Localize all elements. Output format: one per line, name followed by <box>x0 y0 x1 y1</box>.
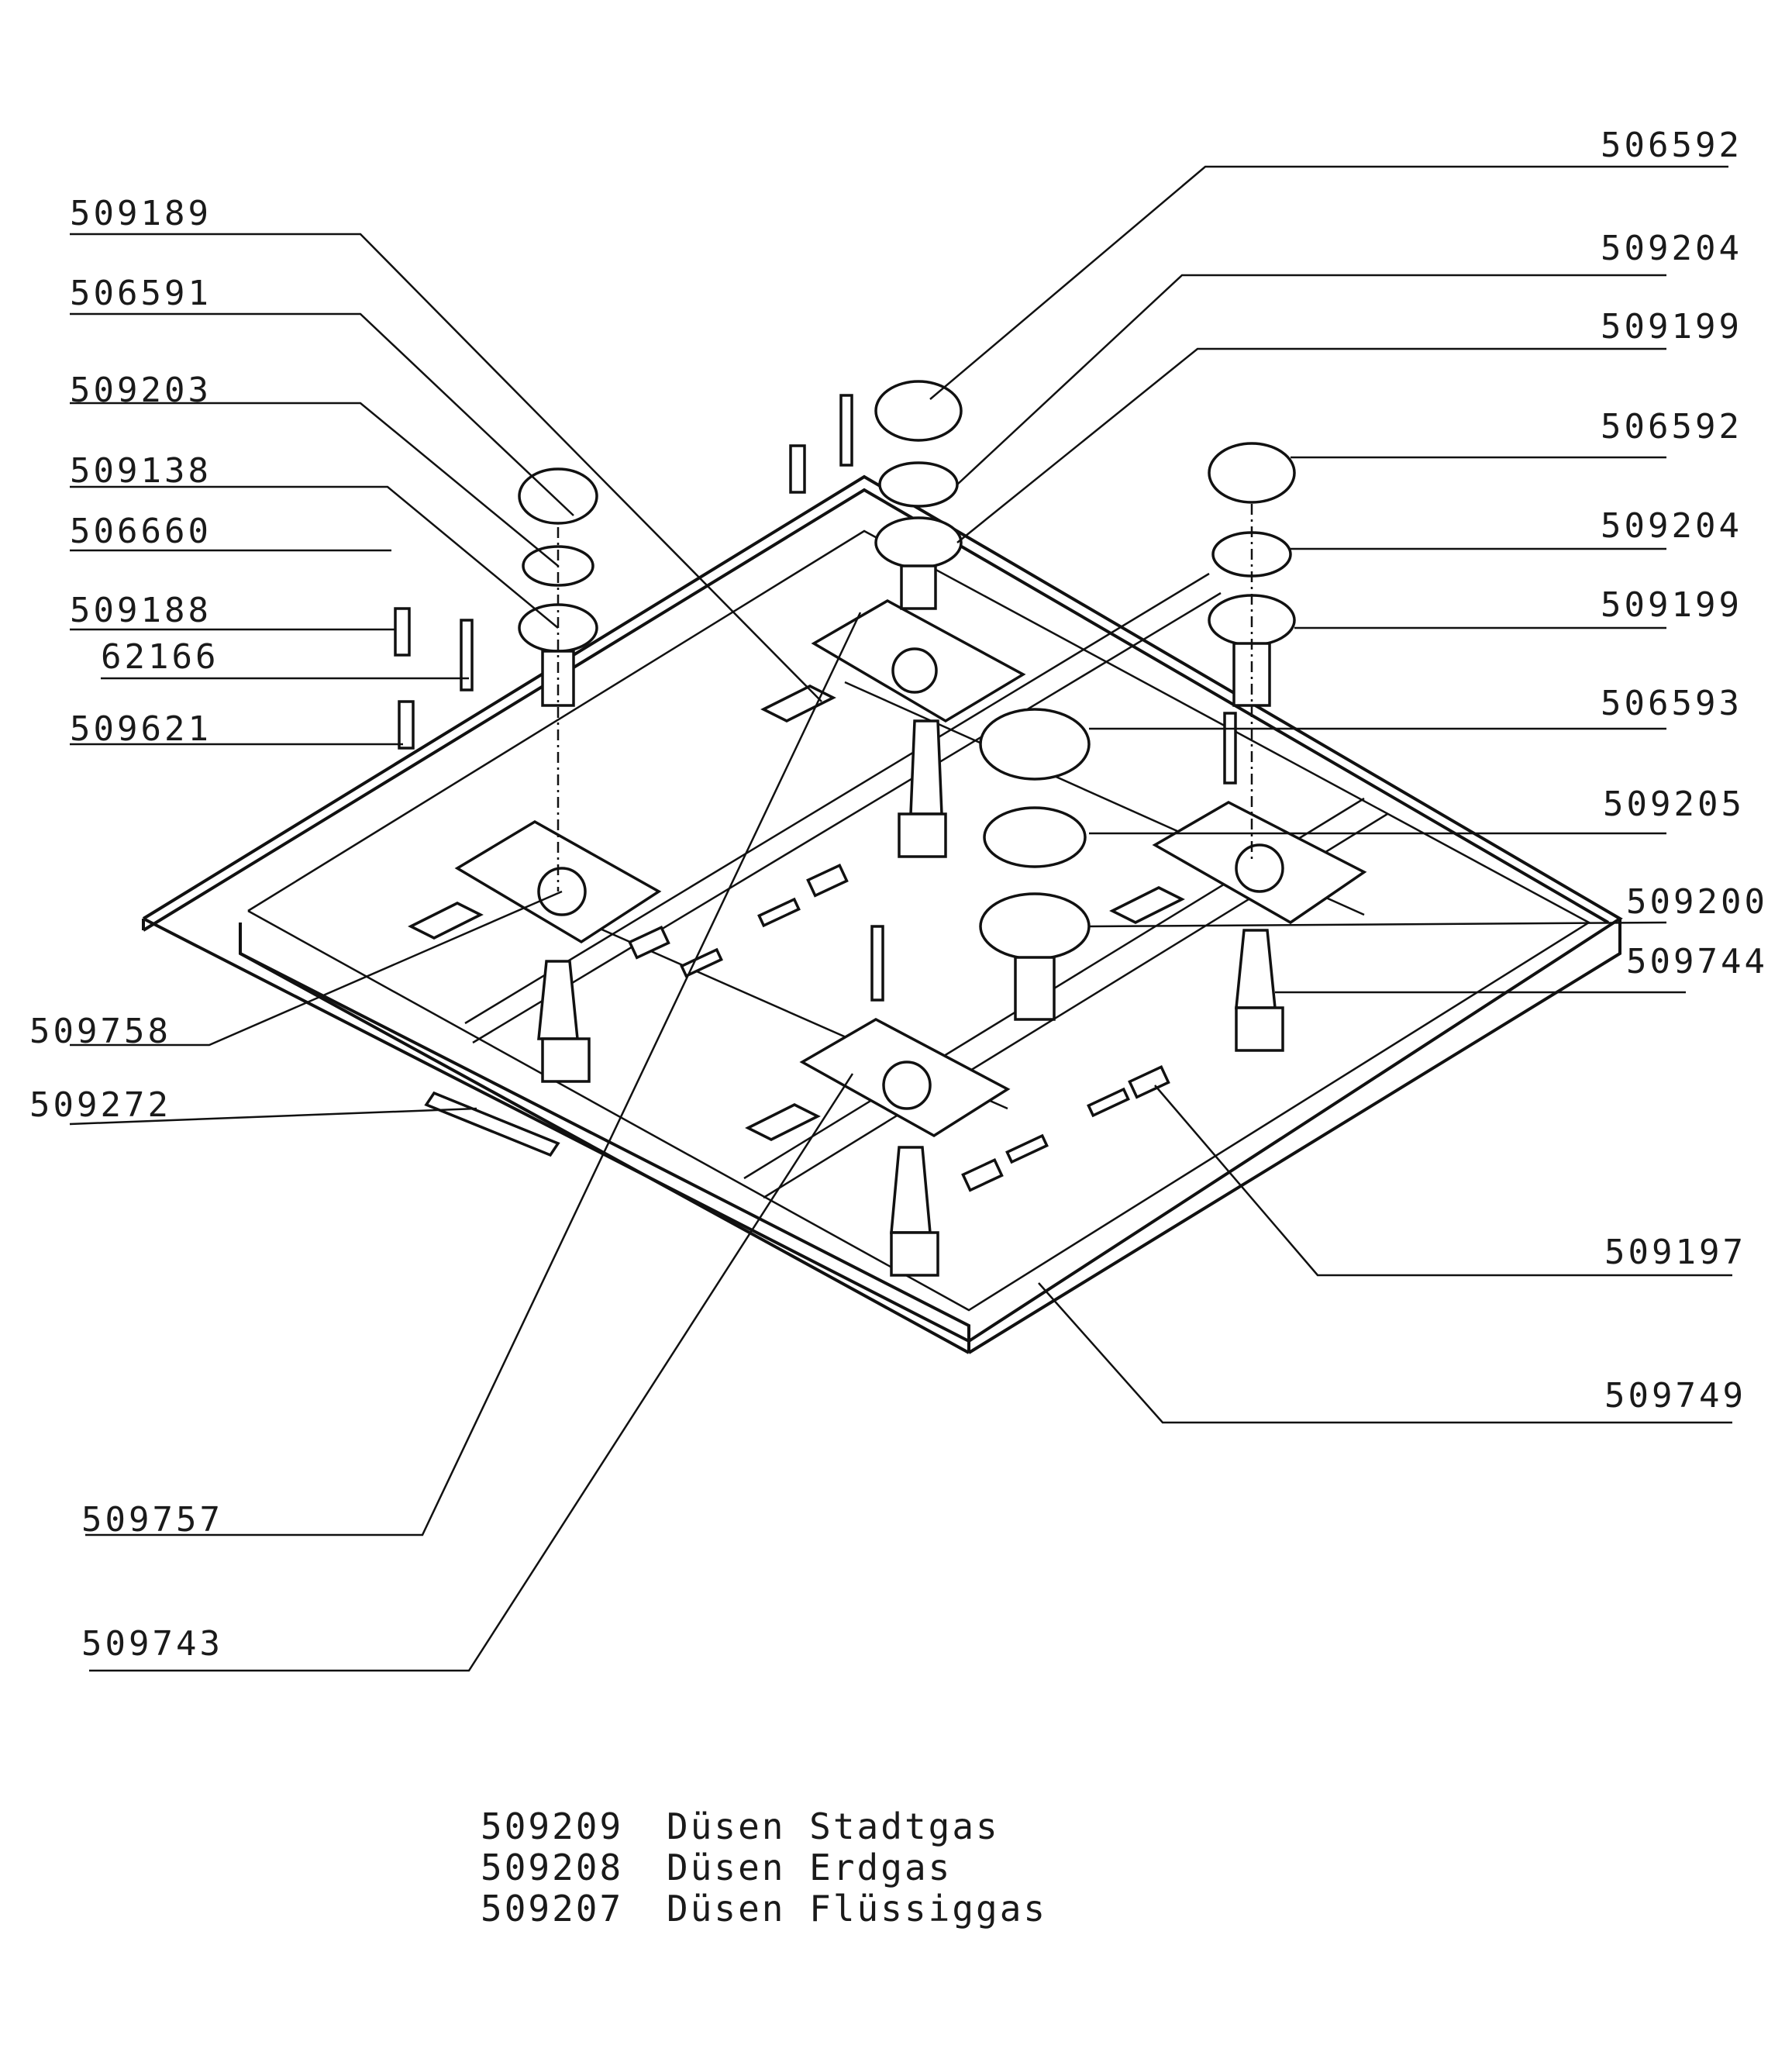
callout-506592-right: 506592 <box>1601 407 1742 447</box>
legend-desc-3: Düsen Flüssiggas <box>667 1888 1047 1930</box>
callout-509621: 509621 <box>70 709 212 749</box>
burner-large-stack <box>979 708 1091 1021</box>
legend-code-2: 509208 <box>481 1847 623 1888</box>
callout-506592-top: 506592 <box>1601 126 1742 165</box>
callout-509189: 509189 <box>70 194 212 233</box>
legend-code-3: 509207 <box>481 1888 623 1930</box>
igniters <box>394 394 1237 1002</box>
callout-509199-top: 509199 <box>1601 307 1742 347</box>
left-callouts: 509189 506591 509203 509138 506660 50918… <box>29 194 223 1664</box>
gas-taps <box>537 719 1284 1277</box>
callout-506593: 506593 <box>1601 684 1742 723</box>
callout-509199-right: 509199 <box>1601 585 1742 625</box>
callout-509197: 509197 <box>1604 1233 1746 1272</box>
callout-509743: 509743 <box>81 1624 223 1664</box>
burner-top-stack <box>874 380 963 610</box>
callout-509205: 509205 <box>1603 785 1745 824</box>
callout-509138: 509138 <box>70 451 212 491</box>
callout-509758: 509758 <box>29 1012 171 1051</box>
callout-509749: 509749 <box>1604 1376 1746 1416</box>
burner-brackets <box>454 598 1367 1138</box>
callout-506660: 506660 <box>70 512 212 551</box>
callout-509744: 509744 <box>1626 942 1768 981</box>
callout-509204-top: 509204 <box>1601 229 1742 268</box>
right-callouts: 506592 509204 509199 506592 509204 50919… <box>1601 126 1768 1416</box>
callout-509200: 509200 <box>1626 882 1768 922</box>
loose-bar <box>424 1091 560 1157</box>
callout-509757: 509757 <box>81 1500 223 1540</box>
springs-screws <box>628 863 1170 1192</box>
legend-desc-1: Düsen Stadtgas <box>667 1805 1000 1847</box>
callout-509204-right: 509204 <box>1601 506 1742 546</box>
callout-62166: 62166 <box>101 637 219 677</box>
callout-509272: 509272 <box>29 1085 171 1125</box>
callout-506591: 506591 <box>70 274 212 313</box>
legend: 509209 Düsen Stadtgas 509208 Düsen Erdga… <box>481 1805 1047 1930</box>
legend-desc-2: Düsen Erdgas <box>667 1847 952 1888</box>
leader-lines <box>69 165 1732 1672</box>
callout-509203: 509203 <box>70 371 212 410</box>
burner-right-stack <box>1208 442 1296 860</box>
callout-509188: 509188 <box>70 591 212 630</box>
legend-code-1: 509209 <box>481 1805 623 1847</box>
